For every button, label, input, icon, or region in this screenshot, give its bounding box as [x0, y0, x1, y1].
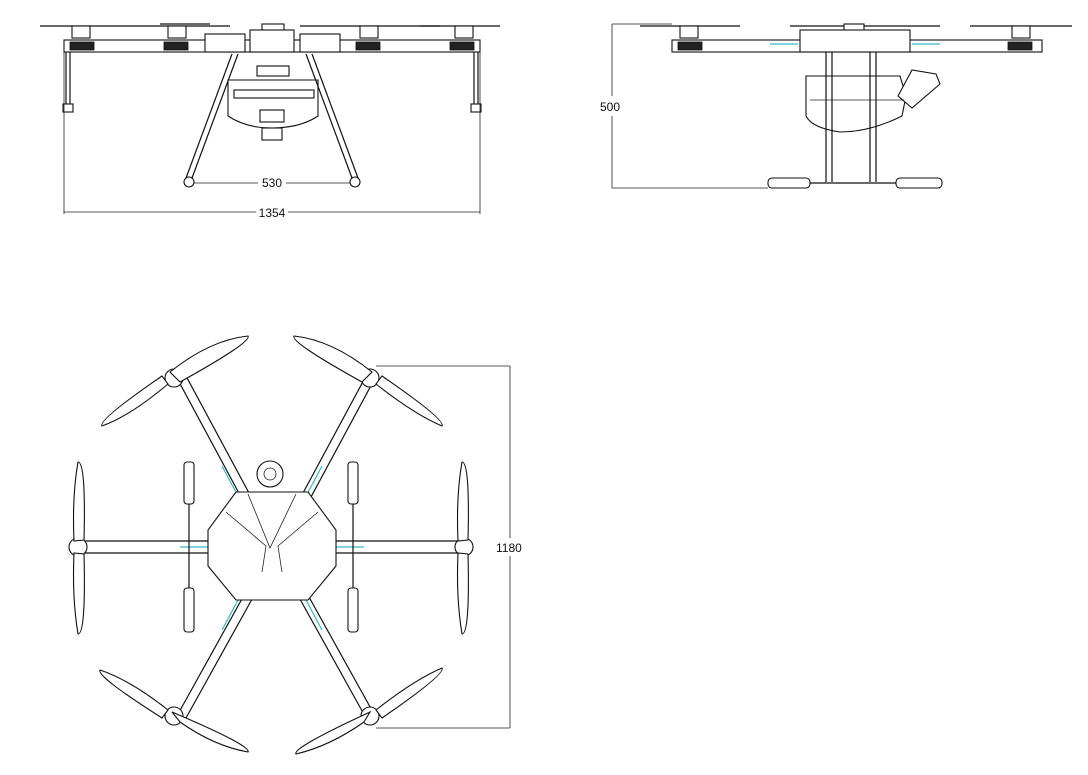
side-arm-bar	[671, 29, 1043, 53]
dimension-1354: 1354	[63, 52, 481, 220]
dimension-530: 530	[194, 176, 350, 190]
front-arm-bar	[63, 29, 481, 53]
front-view: 530 1354	[40, 23, 500, 220]
side-view: 500	[600, 23, 1072, 189]
dimension-1180: 1180	[376, 365, 522, 729]
front-outer-legs	[62, 52, 482, 113]
top-skids	[183, 461, 359, 633]
front-tank	[227, 65, 319, 141]
dimension-label-500: 500	[600, 100, 620, 114]
dimension-500: 500	[600, 23, 768, 189]
side-legs	[767, 52, 943, 189]
top-hull	[207, 460, 337, 601]
dimension-label-1180: 1180	[496, 541, 522, 555]
front-landing-legs	[183, 53, 361, 188]
top-propellers	[72, 335, 469, 755]
top-view: 1180	[68, 335, 522, 755]
top-arms	[80, 375, 464, 719]
dimension-label-1354: 1354	[259, 206, 286, 220]
dimension-label-530: 530	[262, 176, 282, 190]
